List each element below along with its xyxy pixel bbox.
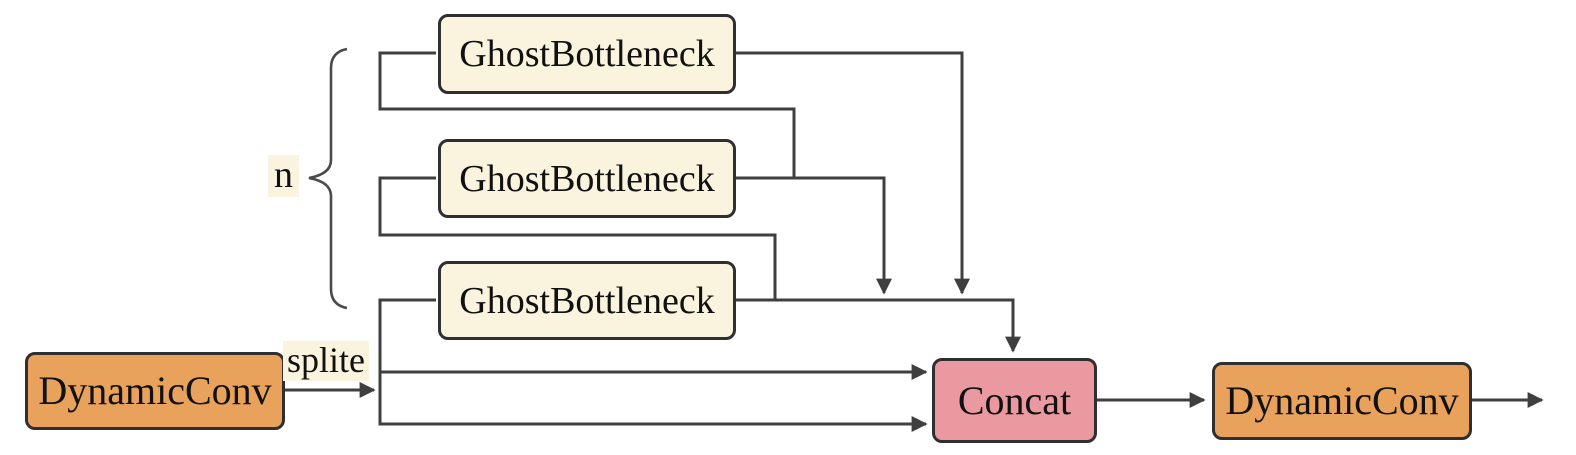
node-dynamicconv-input: DynamicConv [25, 352, 285, 430]
repeat-brace [308, 47, 348, 310]
node-ghostbottleneck-1: GhostBottleneck [438, 14, 736, 94]
connector-ghost2-to-ghost1-wrap [378, 51, 796, 177]
split-label: splite [283, 341, 369, 381]
connector-ghost3-to-concat [736, 298, 1021, 353]
node-ghostbottleneck-3: GhostBottleneck [438, 261, 736, 340]
connector-ghost3-to-ghost2-wrap [378, 176, 777, 299]
connector-ghost2-to-merge [736, 176, 892, 295]
repeat-count-label: n [268, 155, 299, 197]
node-concat: Concat [932, 358, 1097, 443]
connector-split-to-ghost3-and-concat-bottom [378, 298, 928, 432]
node-ghostbottleneck-2: GhostBottleneck [438, 139, 736, 218]
node-dynamicconv-output: DynamicConv [1212, 362, 1472, 440]
connector-ghost1-to-merge [736, 51, 970, 295]
